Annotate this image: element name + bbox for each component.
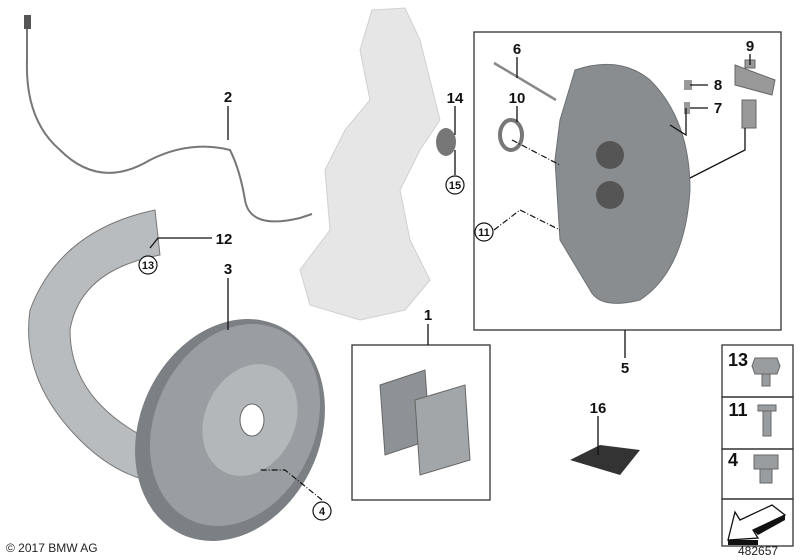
- callout-7: 7: [714, 100, 722, 117]
- callout-10: 10: [509, 90, 526, 107]
- pad-spring: [734, 59, 776, 129]
- plug-bolt-icon: [753, 454, 779, 484]
- brake-pads-box: [351, 344, 491, 501]
- brake-pad: [414, 384, 471, 476]
- callout-12: 12: [216, 231, 233, 248]
- callout-3: 3: [224, 261, 232, 278]
- callout-8: 8: [714, 77, 722, 94]
- callout-1: 1: [424, 307, 432, 324]
- panel-label-13: 13: [728, 350, 748, 370]
- seal-ring: [498, 118, 524, 152]
- torx-bolt-icon: [757, 404, 777, 437]
- circled-callout-4: 4: [319, 506, 326, 518]
- fastener-panel: 13 11 4: [721, 344, 794, 547]
- brake-disc: [135, 319, 325, 541]
- panel-label-11: 11: [728, 400, 747, 420]
- flange-bolt-icon: [751, 357, 781, 387]
- callout-16: 16: [590, 400, 607, 417]
- callout-2: 2: [224, 89, 232, 106]
- steering-knuckle: [299, 7, 441, 321]
- circled-callout-11: 11: [478, 227, 490, 239]
- callout-5: 5: [621, 360, 629, 377]
- circled-callout-15: 15: [449, 180, 461, 192]
- wear-sensor: [25, 20, 313, 223]
- callout-14: 14: [447, 90, 464, 107]
- copyright: © 2017 BMW AG: [6, 541, 98, 555]
- grease-packet: [570, 445, 640, 475]
- direction-arrow-icon: [727, 504, 787, 541]
- callout-6: 6: [513, 41, 521, 58]
- brake-caliper: [554, 63, 691, 304]
- hub-seal: [436, 128, 456, 156]
- brake-dust-shield: [28, 209, 161, 481]
- circled-callout-13: 13: [142, 260, 154, 272]
- callout-9: 9: [746, 38, 754, 55]
- panel-label-4: 4: [728, 450, 738, 470]
- caliper-group-box: [473, 31, 782, 331]
- diagram-id: 482657: [738, 544, 779, 558]
